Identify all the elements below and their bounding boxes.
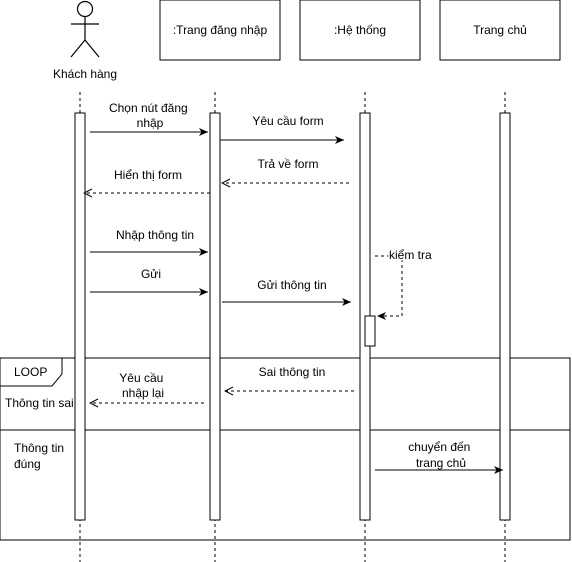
activations xyxy=(74,112,511,521)
message-label: Yêu cầu nhập lại xyxy=(119,371,166,400)
fragment-tab xyxy=(0,357,63,387)
participant-trang-dang-nhap: :Trang đăng nhập xyxy=(159,0,281,61)
guard-thong-tin-sai: Thông tin sai xyxy=(5,396,74,410)
message-label: Trả về form xyxy=(258,157,319,171)
fragment-label: LOOP xyxy=(14,365,47,379)
participant-box xyxy=(299,0,421,61)
message-label: chuyển đến trang chủ xyxy=(408,440,473,470)
message-arrow xyxy=(375,255,403,320)
guard-thong-tin-dung: Thông tin đúng xyxy=(14,441,67,471)
message-label: Hiển thị form xyxy=(114,168,182,182)
message-tra-ve-form: Trả về form xyxy=(222,157,349,183)
participant-label: :Hệ thống xyxy=(334,23,386,37)
message-label: Gửi thông tin xyxy=(257,278,326,292)
message-label: kiểm tra xyxy=(389,248,432,262)
participant-box xyxy=(439,0,561,61)
message-yeu-cau-form: Yêu cầu form xyxy=(220,114,344,144)
message-kiem-tra: kiểm tra xyxy=(375,247,434,320)
participant-trang-chu: Trang chủ xyxy=(439,0,561,61)
activation-he-thong-self xyxy=(364,315,376,347)
activation-trang-chu xyxy=(499,112,511,521)
message-sai-thong-tin: Sai thông tin xyxy=(225,365,354,391)
message-gui-thong-tin: Gửi thông tin xyxy=(222,278,351,306)
message-label: Nhập thông tin xyxy=(116,228,194,242)
message-yeu-cau-nhap-lai: Yêu cầu nhập lại xyxy=(90,371,204,403)
participant-box xyxy=(159,0,281,61)
activation-khach-hang xyxy=(74,112,86,521)
participant-he-thong: :Hệ thống xyxy=(299,0,421,61)
message-hien-thi-form: Hiển thị form xyxy=(84,168,210,193)
actor-icon xyxy=(70,0,100,58)
loop-fragment: LOOP Thông tin sai Thông tin đúng xyxy=(0,357,571,541)
participant-label: :Trang đăng nhập xyxy=(173,23,268,37)
activation-trang-dang-nhap xyxy=(209,112,221,521)
message-gui: Gửi xyxy=(90,267,208,296)
message-chon-nut-dang-nhap: Chọn nút đăng nhập xyxy=(90,101,208,136)
message-label: Gửi xyxy=(141,267,161,281)
participant-label: Khách hàng xyxy=(53,67,117,81)
message-chuyen-den-trang-chu: chuyển đến trang chủ xyxy=(375,440,503,474)
message-nhap-thong-tin: Nhập thông tin xyxy=(90,228,208,256)
fragment-frame xyxy=(0,357,571,541)
participant-khach-hang: Khách hàng xyxy=(53,0,117,81)
message-label: Chọn nút đăng nhập xyxy=(109,101,191,130)
message-label: Sai thông tin xyxy=(259,365,326,379)
message-label: Yêu cầu form xyxy=(252,114,323,128)
participant-label: Trang chủ xyxy=(473,23,527,37)
messages: Chọn nút đăng nhập Yêu cầu form Trả về f… xyxy=(84,101,503,474)
